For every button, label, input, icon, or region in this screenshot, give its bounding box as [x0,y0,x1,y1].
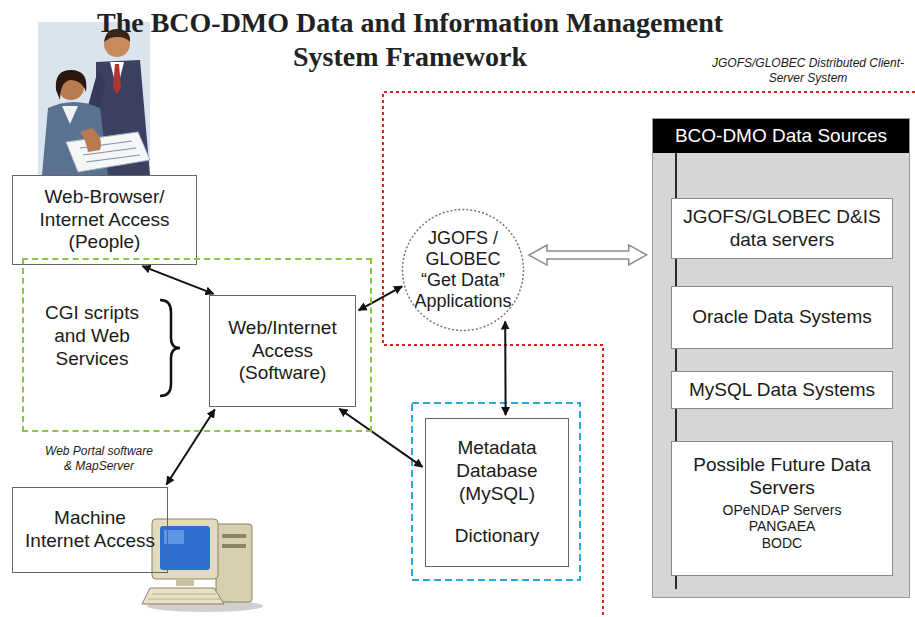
connector-arrow [167,410,215,485]
brace [160,300,180,396]
server-box: Possible Future Data ServersOPeNDAP Serv… [671,441,893,576]
user-box: Web-Browser/ Internet Access (People) [12,175,197,265]
box-label: Oracle Data Systems [692,306,872,329]
panel-header: BCO-DMO Data Sources [653,119,909,153]
database-label: Metadata Database (MySQL) [438,437,556,505]
people-illustration [38,22,150,175]
diagram-title: The BCO-DMO Data and Information Managem… [90,6,730,73]
computer-illustration [142,519,263,612]
software-region: CGI scripts and Web Services Web/Internet… [22,258,372,432]
software-box: Web/Internet Access (Software) [209,295,356,407]
item-label: PANGAEA [749,518,816,535]
connector-arrow [339,409,422,467]
server-box: Oracle Data Systems [671,286,893,349]
box-label: MySQL Data Systems [689,379,875,402]
circle-label: JGOFS / GLOBEC “Get Data” Applications [407,228,519,312]
server-box: JGOFS/GLOBEC D&IS data servers [671,198,893,259]
region-note: JGOFS/GLOBEC Distributed Client-Server S… [708,56,908,86]
software-note: Web Portal software & MapServer [40,444,158,474]
box-label: Web/Internet Access (Software) [218,317,347,385]
connector-arrow [504,321,506,415]
database-box: Metadata Database (MySQL) Dictionary [425,418,569,567]
box-label: JGOFS/GLOBEC D&IS data servers [680,206,884,252]
item-label: BODC [762,535,802,552]
database-label: Dictionary [438,525,556,548]
metadata-region [412,403,580,580]
boundary-line [383,92,915,617]
region-label: CGI scripts and Web Services [30,302,154,370]
box-label: Possible Future Data Servers [687,454,877,500]
double-arrow [529,245,647,265]
box-label: Web-Browser/ Internet Access (People) [21,186,188,254]
box-label: Machine Internet Access [21,507,159,553]
data-sources-panel: BCO-DMO Data SourcesJGOFS/GLOBEC D&IS da… [652,118,910,598]
application-circle: JGOFS / GLOBEC “Get Data” Applications [401,208,525,332]
server-box: MySQL Data Systems [671,371,893,409]
connector-arrow [142,266,213,294]
item-label: OPeNDAP Servers [723,502,842,519]
machine-box: Machine Internet Access [12,487,168,573]
connector-arrow [359,286,403,310]
